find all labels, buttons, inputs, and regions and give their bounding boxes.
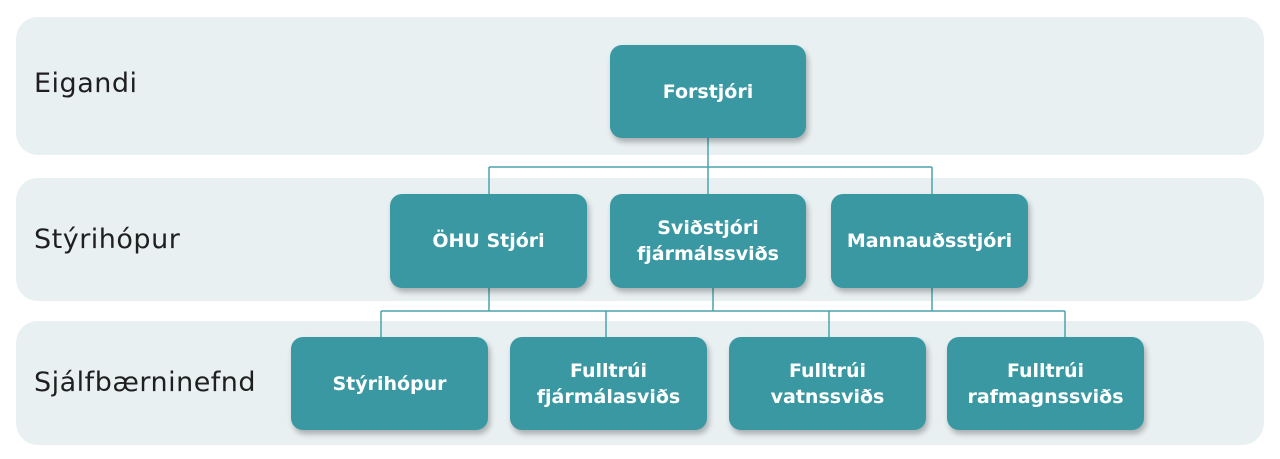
node-fulltrui-rafmagns-label: Fulltrúi rafmagnssviðs bbox=[967, 359, 1124, 408]
node-forstjori: Forstjóri bbox=[610, 45, 806, 138]
node-fulltrui-fjarmala-label: Fulltrúi fjármálasviðs bbox=[536, 359, 681, 408]
node-ohu-stjori-label: ÖHU Stjóri bbox=[432, 230, 545, 252]
node-ohu-stjori: ÖHU Stjóri bbox=[390, 194, 587, 288]
node-fulltrui-rafmagns: Fulltrúi rafmagnssviðs bbox=[947, 337, 1144, 430]
node-svidstjori-label: Sviðstjóri fjármálssviðs bbox=[637, 217, 779, 265]
node-styrihopur: Stýrihópur bbox=[291, 337, 488, 430]
node-mannaudsstjori-label: Mannauðsstjóri bbox=[846, 230, 1013, 252]
node-forstjori-label: Forstjóri bbox=[662, 80, 754, 103]
node-svidstjori: Sviðstjóri fjármálssviðs bbox=[610, 194, 806, 288]
node-fulltrui-fjarmala: Fulltrúi fjármálasviðs bbox=[510, 337, 707, 430]
node-mannaudsstjori: Mannauðsstjóri bbox=[831, 194, 1028, 288]
level-label-eigandi: Eigandi bbox=[34, 68, 138, 99]
node-styrihopur-label: Stýrihópur bbox=[332, 372, 447, 395]
node-fulltrui-vatns-label: Fulltrúi vatnssviðs bbox=[770, 359, 885, 408]
level-label-sjalfbaerninefnd: Sjálfbærninefnd bbox=[34, 367, 257, 398]
node-fulltrui-vatns: Fulltrúi vatnssviðs bbox=[729, 337, 926, 430]
level-label-styrihopur: Stýrihópur bbox=[34, 224, 181, 255]
